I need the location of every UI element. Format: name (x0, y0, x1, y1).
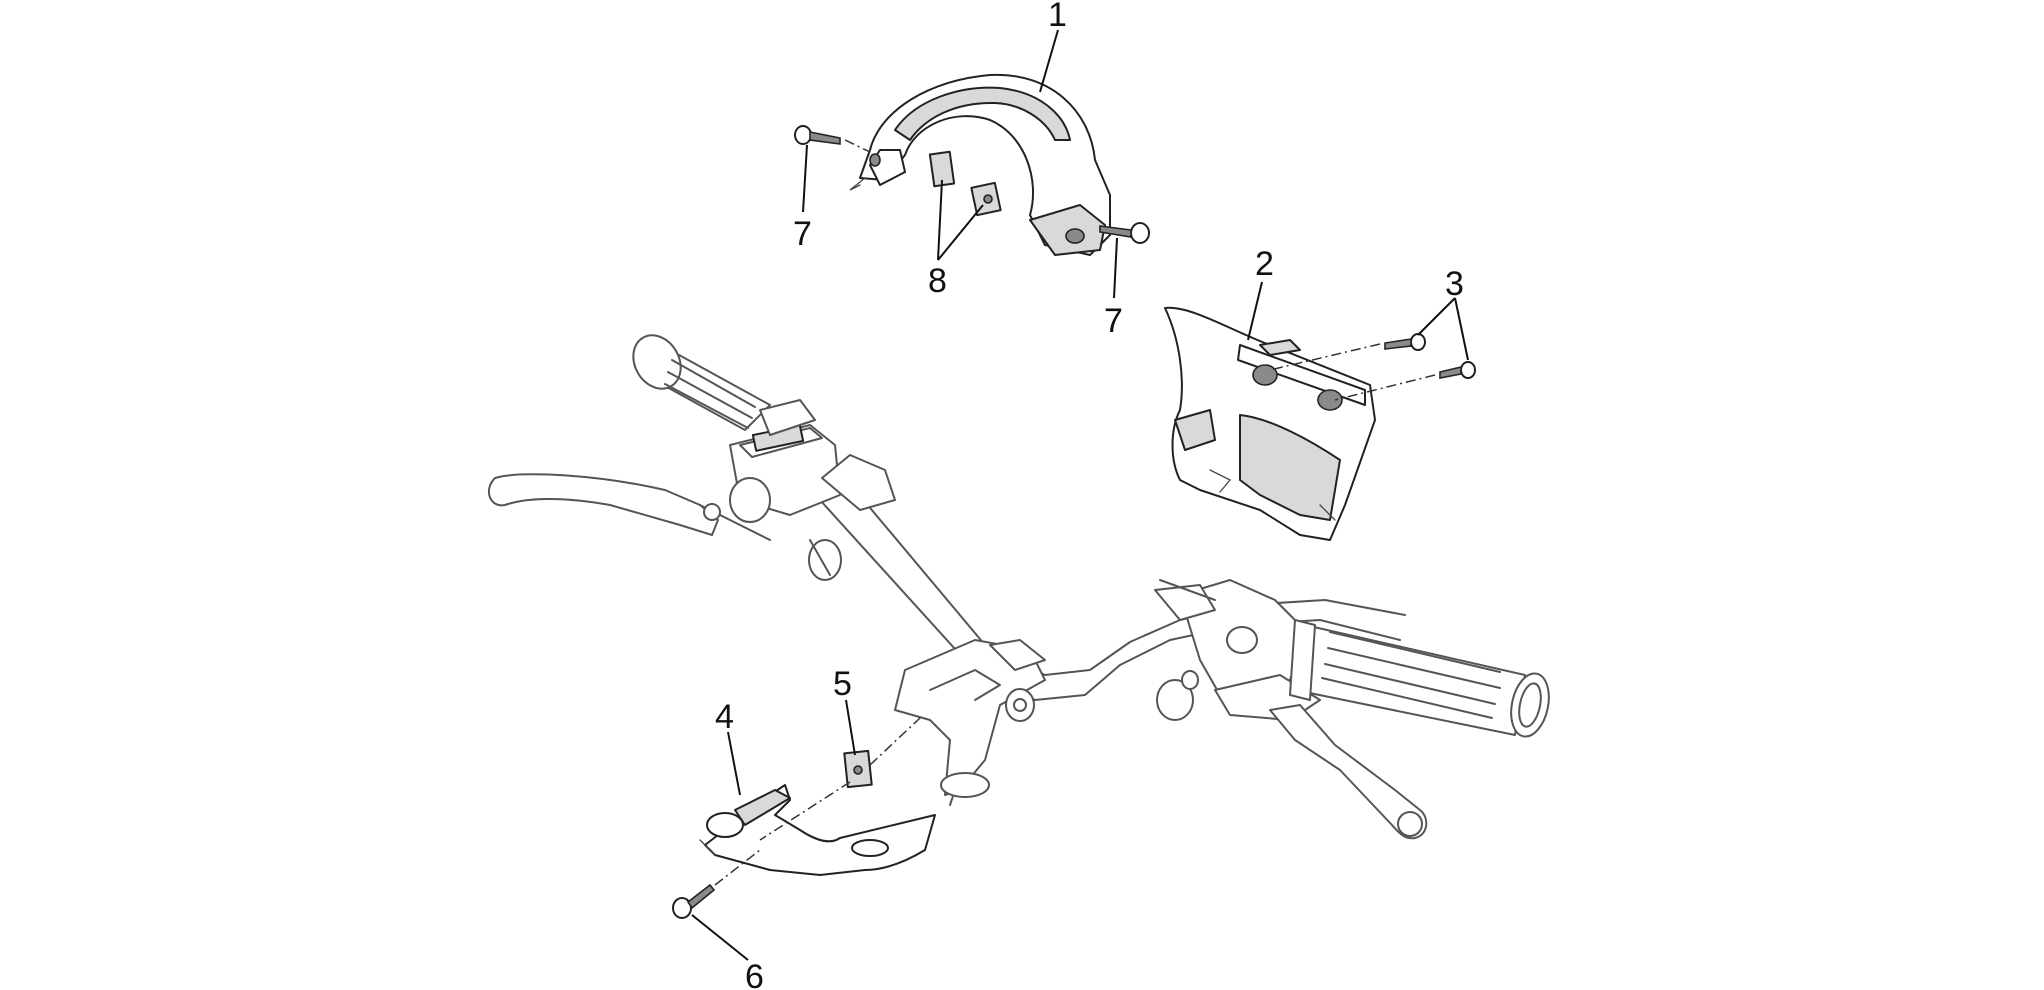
part-8-clips (928, 150, 1002, 217)
callout-7-left: 7 (793, 215, 812, 253)
callout-5: 5 (833, 665, 852, 703)
left-master-cylinder (729, 399, 896, 581)
part-7-screw-right (1099, 222, 1150, 244)
part-2-front-cover (1164, 306, 1376, 541)
part-1-upper-cover (849, 73, 1111, 256)
callout-1: 1 (1048, 0, 1067, 34)
right-grip (1289, 619, 1550, 738)
leader-lines (691, 29, 1469, 961)
callout-4: 4 (715, 698, 734, 736)
handlebar-assembly (487, 334, 1550, 840)
callout-labels: 1 2 3 4 5 6 7 7 8 (715, 0, 1464, 990)
part-5-clip (843, 749, 873, 789)
callout-3: 3 (1445, 265, 1464, 303)
part-4-lower-cover (699, 784, 936, 876)
left-grip (632, 334, 771, 431)
callout-6: 6 (745, 958, 764, 990)
right-brake-lever (1269, 704, 1428, 840)
callout-7-right: 7 (1104, 302, 1123, 340)
left-brake-lever (487, 473, 719, 536)
part-3-screws (1384, 333, 1476, 379)
callout-8: 8 (928, 262, 947, 300)
callout-2: 2 (1255, 245, 1274, 283)
part-7-screw-left (794, 125, 871, 153)
part-6-screw (672, 883, 716, 919)
center-clamp (894, 639, 1046, 806)
